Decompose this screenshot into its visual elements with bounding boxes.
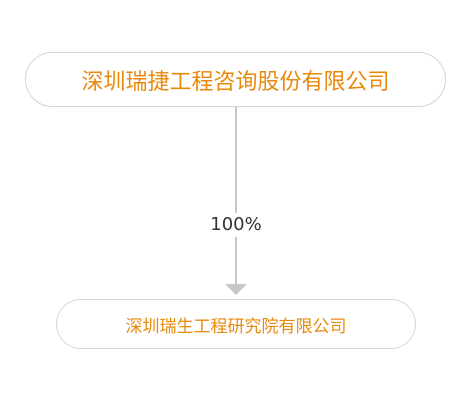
parent-company-node[interactable]: 深圳瑞捷工程咨询股份有限公司 <box>25 52 446 107</box>
arrow-head-icon <box>225 284 247 295</box>
share-percentage-label: 100% <box>196 213 276 237</box>
subsidiary-company-name: 深圳瑞生工程研究院有限公司 <box>125 316 347 337</box>
parent-company-name: 深圳瑞捷工程咨询股份有限公司 <box>81 69 390 95</box>
subsidiary-company-node[interactable]: 深圳瑞生工程研究院有限公司 <box>56 299 416 349</box>
